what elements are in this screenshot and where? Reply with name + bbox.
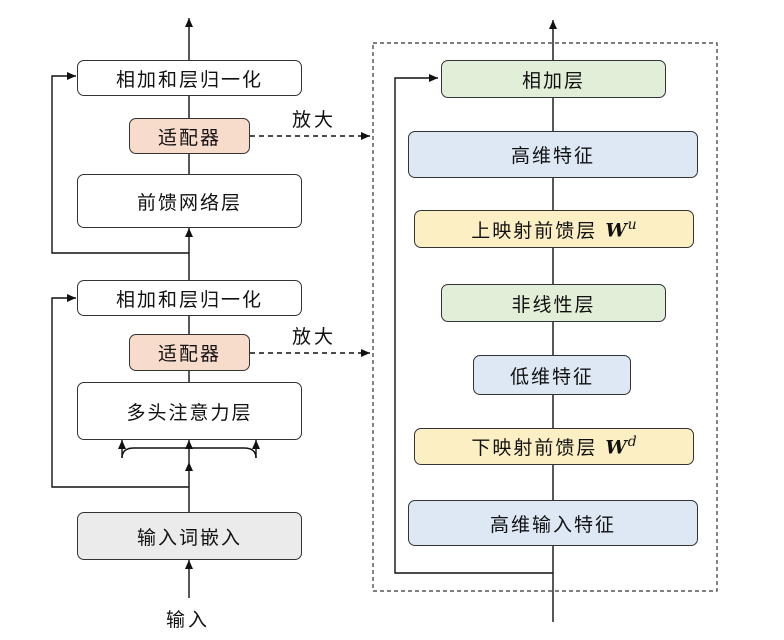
nonlinear-box: 非线性层: [441, 284, 666, 322]
adapter-bottom-box: 适配器: [129, 334, 250, 371]
up-proj-box: 上映射前馈层 Wu: [414, 210, 694, 248]
down-proj-box: 下映射前馈层 Wd: [414, 428, 694, 465]
high-dim-label: 高维特征: [510, 145, 595, 167]
down-proj-label: 下映射前馈层: [471, 437, 598, 459]
nonlinear-label: 非线性层: [511, 293, 596, 316]
mha-label: 多头注意力层: [126, 401, 253, 424]
ffn-label: 前馈网络层: [136, 191, 242, 214]
add-norm-top-label: 相加和层归一化: [115, 68, 263, 91]
adapter-top-box: 适配器: [129, 118, 250, 154]
high-dim-box: 高维特征: [408, 131, 698, 178]
mha-box: 多头注意力层: [77, 382, 302, 440]
input-label: 输入: [166, 609, 211, 631]
right-skip: [394, 74, 553, 574]
embed-label: 输入词嵌入: [136, 526, 242, 549]
ffn-box: 前馈网络层: [77, 174, 302, 228]
add-norm-bottom-label: 相加和层归一化: [115, 288, 263, 311]
add-layer-box: 相加层: [441, 60, 666, 98]
up-proj-label: 上映射前馈层: [471, 219, 598, 242]
adapter-detail-frame: [372, 42, 718, 592]
add-norm-bottom-box: 相加和层归一化: [77, 280, 302, 316]
up-proj-symbol: Wu: [605, 216, 637, 242]
high-dim-input-label: 高维输入特征: [489, 513, 616, 536]
low-dim-label: 低维特征: [509, 365, 594, 388]
down-proj-symbol: Wd: [605, 434, 637, 459]
low-dim-box: 低维特征: [473, 355, 631, 395]
residual-bottom: [51, 294, 189, 488]
zoom-top-label: 放大: [292, 109, 337, 131]
add-norm-top-box: 相加和层归一化: [77, 60, 302, 96]
high-dim-input-box: 高维输入特征: [408, 500, 698, 546]
attention-branch: [121, 447, 257, 462]
embed-box: 输入词嵌入: [77, 512, 302, 560]
zoom-bottom-label: 放大: [292, 326, 337, 348]
add-layer-label: 相加层: [521, 69, 585, 92]
adapter-top-label: 适配器: [157, 126, 221, 149]
adapter-bottom-label: 适配器: [157, 343, 221, 365]
residual-top: [51, 72, 189, 254]
